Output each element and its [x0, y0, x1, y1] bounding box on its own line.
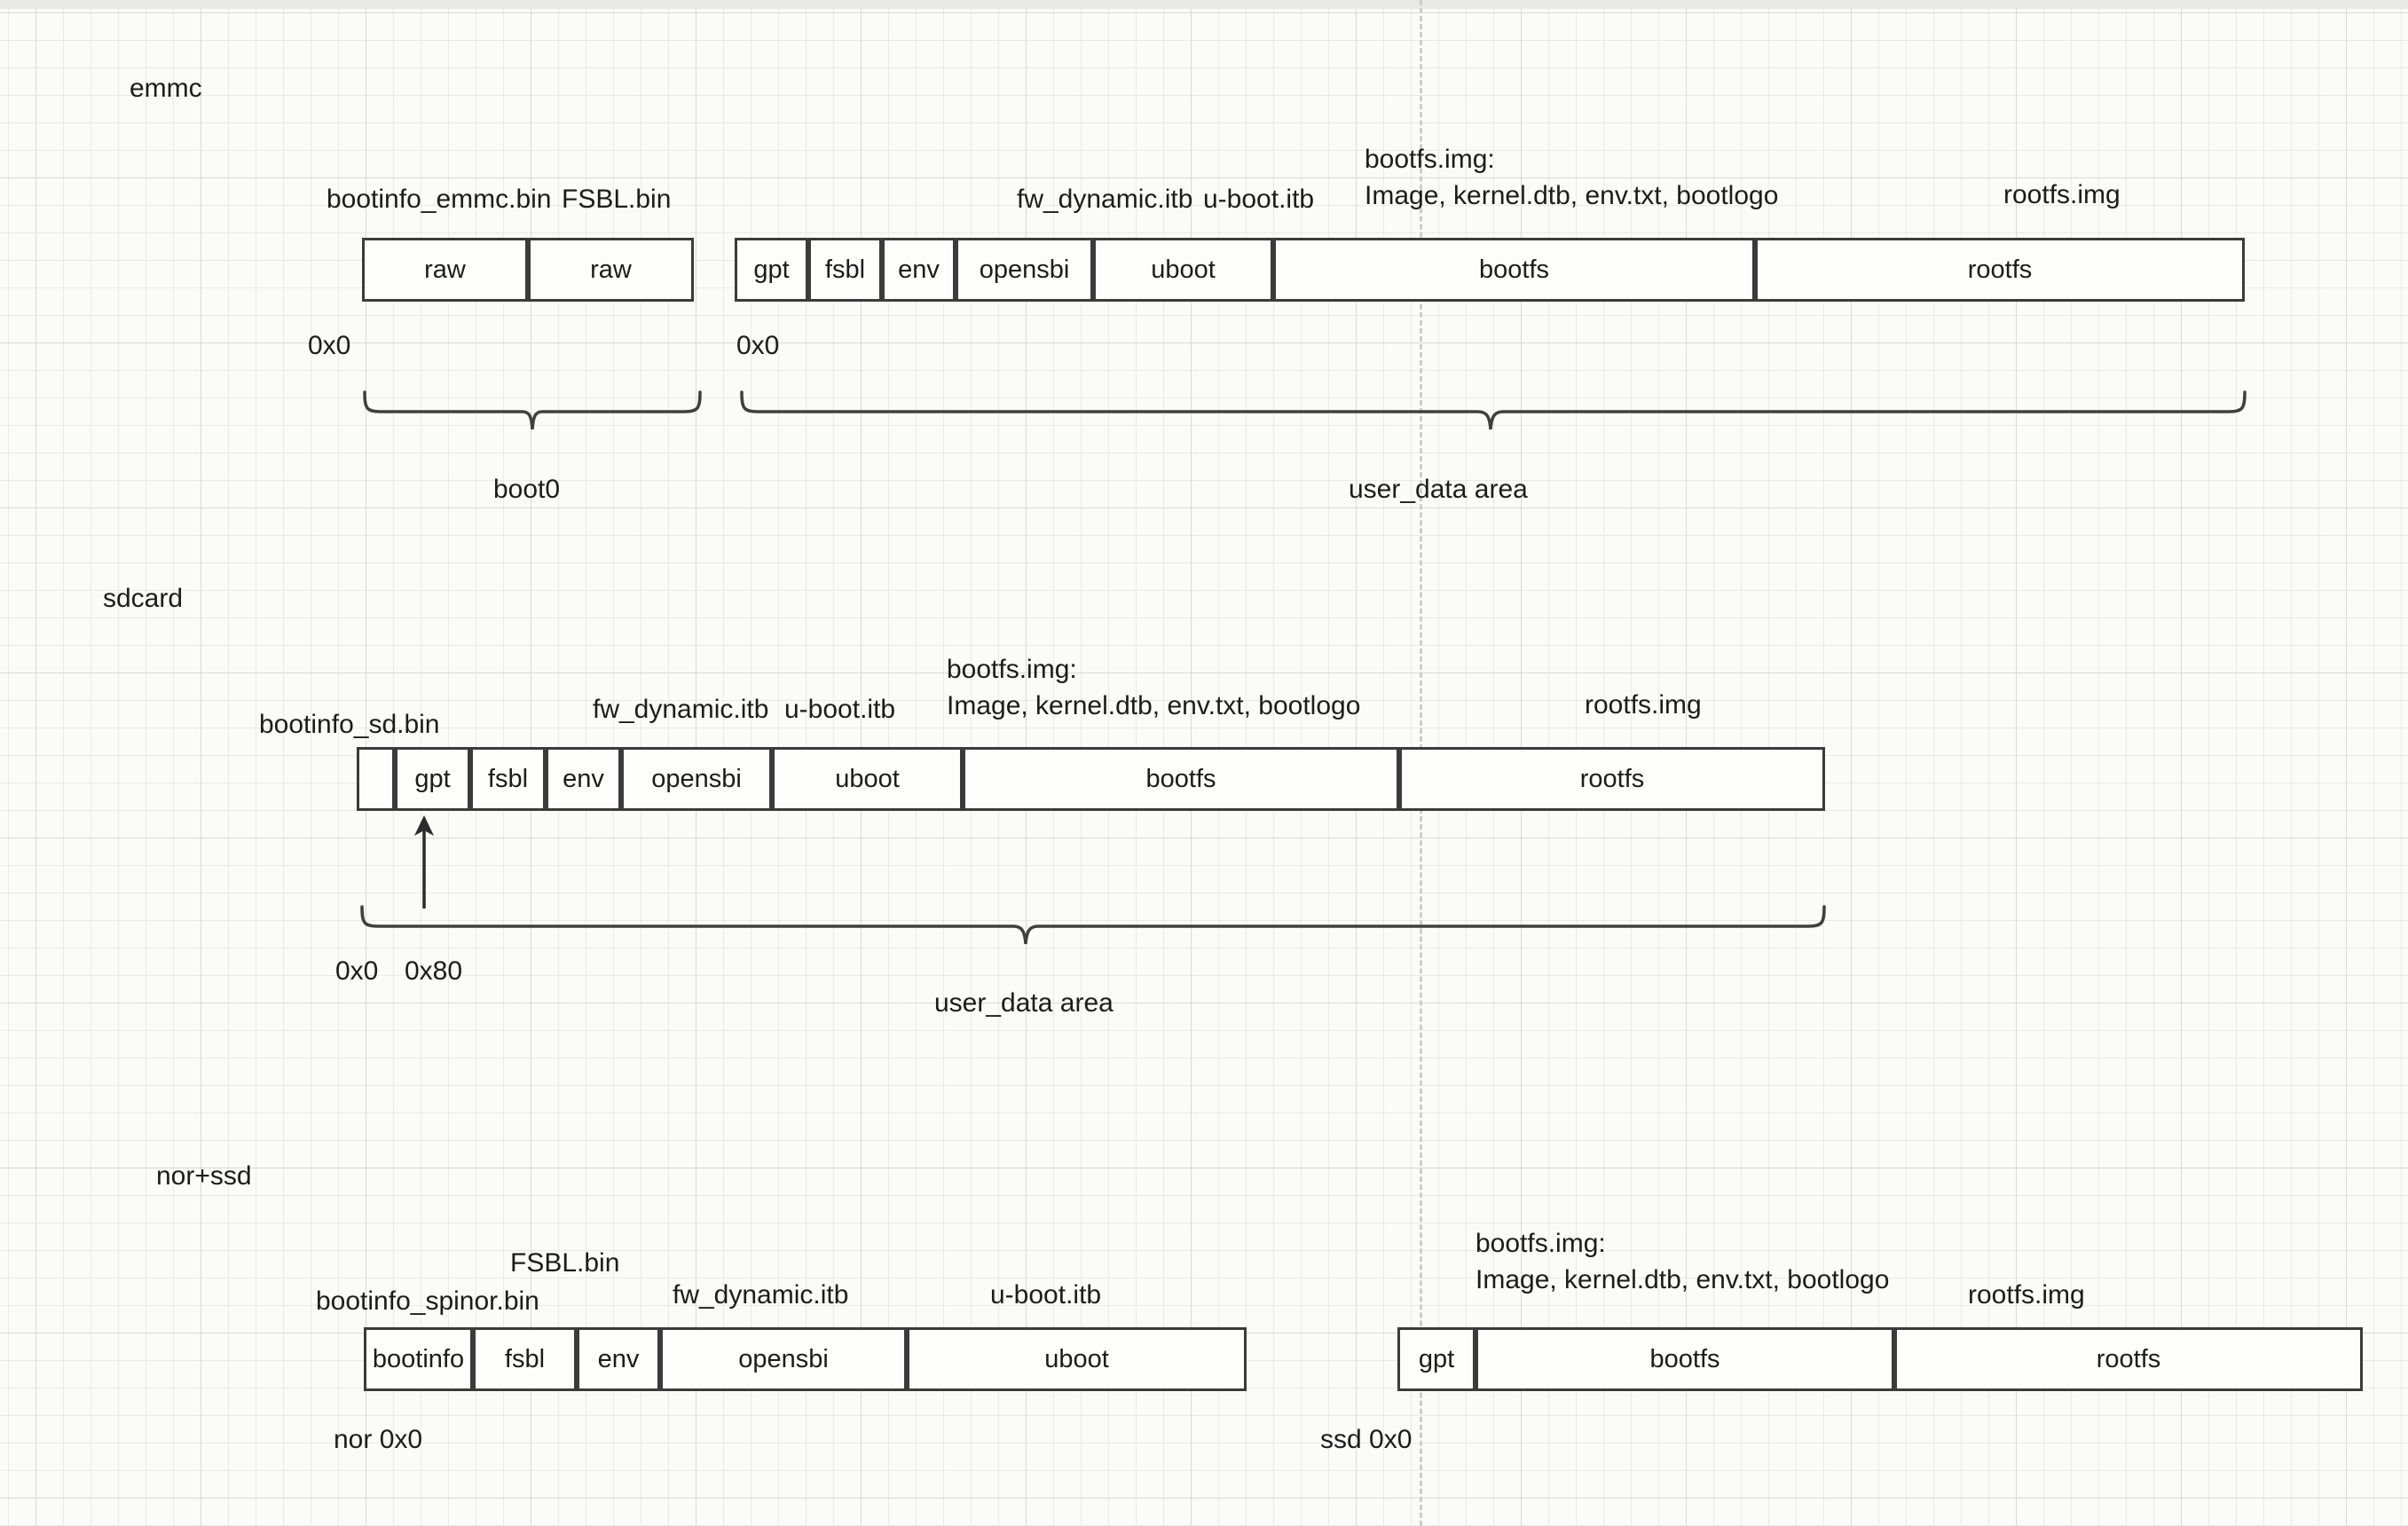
emmc-userdata-strip: gpt fsbl env opensbi uboot bootfs rootfs — [735, 238, 2245, 302]
emmc-address-userdata: 0x0 — [736, 331, 780, 360]
label-bootfs-img-ssd: bootfs.img: Image, kernel.dtb, env.txt, … — [1475, 1229, 1890, 1294]
nor-strip: bootinfo fsbl env opensbi uboot — [364, 1327, 1247, 1391]
nor-cell-uboot[interactable]: uboot — [907, 1327, 1247, 1391]
sdcard-brace-label-userdata: user_data area — [934, 988, 1114, 1018]
emmc-boot0-strip: raw raw — [362, 238, 694, 302]
section-label-emmc: emmc — [130, 74, 202, 103]
ssd-cell-bootfs[interactable]: bootfs — [1475, 1327, 1894, 1391]
emmc-cell-rootfs[interactable]: rootfs — [1755, 238, 2245, 302]
label-uboot-itb-sd: u-boot.itb — [784, 695, 896, 724]
emmc-boot0-cell-raw-2[interactable]: raw — [528, 238, 694, 302]
emmc-boot0-brace — [363, 390, 702, 430]
label-rootfs-img-sd: rootfs.img — [1585, 690, 1702, 720]
sdcard-address-0x0: 0x0 — [335, 956, 379, 986]
label-rootfs-img-emmc: rootfs.img — [2003, 180, 2121, 209]
sdcard-address-0x80: 0x80 — [405, 956, 463, 986]
label-rootfs-img-ssd: rootfs.img — [1968, 1280, 2085, 1310]
label-fw-dynamic-itb-nor: fw_dynamic.itb — [673, 1280, 849, 1310]
sdcard-cell-uboot[interactable]: uboot — [772, 747, 963, 811]
label-uboot-itb-nor: u-boot.itb — [990, 1280, 1102, 1310]
emmc-brace-label-boot0: boot0 — [493, 475, 561, 504]
label-fw-dynamic-itb-sd: fw_dynamic.itb — [593, 695, 769, 724]
emmc-boot0-cell-raw-1[interactable]: raw — [362, 238, 528, 302]
section-label-sdcard: sdcard — [103, 584, 184, 613]
label-bootinfo-spinor-bin: bootinfo_spinor.bin — [316, 1286, 539, 1316]
window-top-edge — [0, 0, 2408, 9]
label-bootinfo-emmc-bin: bootinfo_emmc.bin — [327, 185, 552, 214]
label-fsbl-bin-nor: FSBL.bin — [510, 1248, 620, 1278]
ssd-cell-rootfs[interactable]: rootfs — [1894, 1327, 2363, 1391]
sdcard-cell-fsbl[interactable]: fsbl — [470, 747, 546, 811]
label-fsbl-bin-emmc: FSBL.bin — [562, 185, 672, 214]
emmc-cell-bootfs[interactable]: bootfs — [1273, 238, 1755, 302]
nor-address: nor 0x0 — [334, 1425, 423, 1454]
emmc-brace-label-userdata: user_data area — [1349, 475, 1528, 504]
sdcard-cell-bootinfo[interactable] — [357, 747, 395, 811]
sdcard-cell-rootfs[interactable]: rootfs — [1399, 747, 1825, 811]
section-label-nor-ssd: nor+ssd — [156, 1161, 252, 1191]
label-bootfs-img-sd: bootfs.img: Image, kernel.dtb, env.txt, … — [947, 655, 1361, 720]
nor-cell-fsbl[interactable]: fsbl — [473, 1327, 577, 1391]
nor-cell-bootinfo[interactable]: bootinfo — [364, 1327, 473, 1391]
emmc-cell-opensbi[interactable]: opensbi — [956, 238, 1093, 302]
sdcard-cell-bootfs[interactable]: bootfs — [963, 747, 1399, 811]
ssd-strip: gpt bootfs rootfs — [1397, 1327, 2363, 1391]
sdcard-userdata-brace — [360, 905, 1826, 945]
ssd-cell-gpt[interactable]: gpt — [1397, 1327, 1475, 1391]
emmc-cell-fsbl[interactable]: fsbl — [808, 238, 882, 302]
nor-cell-env[interactable]: env — [577, 1327, 660, 1391]
ssd-address: ssd 0x0 — [1320, 1425, 1413, 1454]
sdcard-cell-gpt[interactable]: gpt — [395, 747, 470, 811]
emmc-cell-gpt[interactable]: gpt — [735, 238, 808, 302]
label-bootinfo-sd-bin: bootinfo_sd.bin — [259, 710, 440, 739]
emmc-cell-uboot[interactable]: uboot — [1093, 238, 1273, 302]
emmc-cell-env[interactable]: env — [882, 238, 956, 302]
emmc-address-boot0: 0x0 — [308, 331, 351, 360]
sdcard-strip: gpt fsbl env opensbi uboot bootfs rootfs — [357, 747, 1825, 811]
label-uboot-itb-emmc: u-boot.itb — [1203, 185, 1315, 214]
label-fw-dynamic-itb-emmc: fw_dynamic.itb — [1017, 185, 1193, 214]
nor-cell-opensbi[interactable]: opensbi — [660, 1327, 907, 1391]
sdcard-cell-opensbi[interactable]: opensbi — [621, 747, 772, 811]
emmc-userdata-brace — [740, 390, 2247, 430]
sdcard-cell-env[interactable]: env — [546, 747, 621, 811]
label-bootfs-img-emmc: bootfs.img: Image, kernel.dtb, env.txt, … — [1365, 145, 1779, 210]
sdcard-gpt-pointer-arrow — [414, 815, 434, 909]
